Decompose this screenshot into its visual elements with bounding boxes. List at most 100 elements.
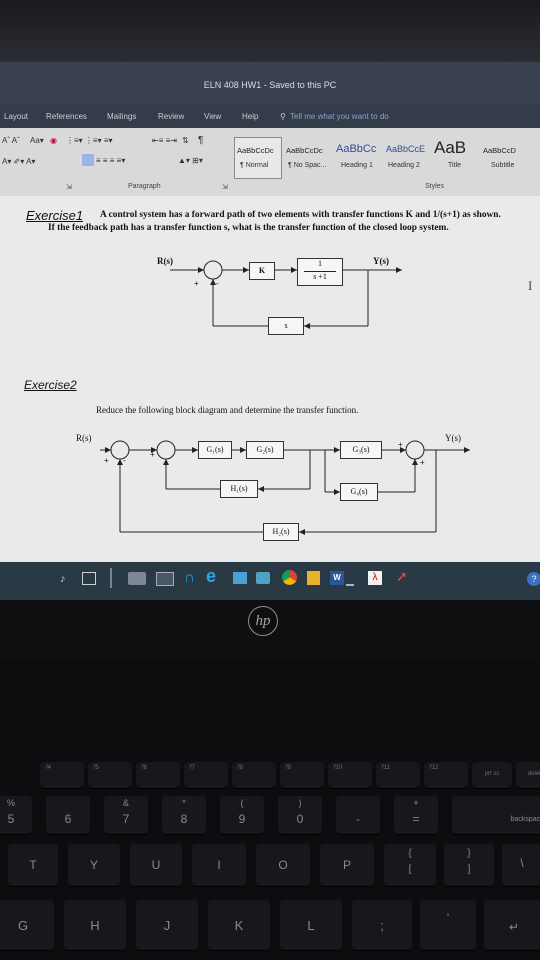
exercise1-diagram	[170, 260, 402, 329]
screen-bezel	[0, 0, 540, 62]
align-left-icon[interactable]	[82, 154, 94, 166]
key-f8[interactable]: f8	[232, 762, 276, 788]
microphone-icon[interactable]: ♪	[60, 573, 66, 585]
key-left-bracket[interactable]: {[	[384, 844, 436, 886]
key-enter[interactable]: ↵	[484, 900, 540, 950]
acrobat-icon[interactable]: λ	[368, 571, 382, 585]
tab-mailings[interactable]: Mailings	[107, 112, 137, 121]
key-quote[interactable]: '	[420, 900, 476, 950]
key-equals[interactable]: +=	[394, 796, 438, 834]
key-f11[interactable]: f11	[376, 762, 420, 788]
style-preview-heading2[interactable]: AaBbCcE	[386, 144, 426, 154]
clear-format-icon[interactable]: ◉	[50, 136, 57, 145]
style-normal-selected[interactable]	[234, 137, 282, 179]
key-delete[interactable]: delete	[516, 762, 540, 788]
key-backspace[interactable]: backspace	[452, 796, 540, 834]
edge-browser-icon[interactable]: e	[206, 566, 217, 586]
tab-layout[interactable]: Layout	[4, 112, 29, 121]
key-8[interactable]: *8	[162, 796, 206, 834]
key-t[interactable]: T	[8, 844, 58, 886]
bullets-icon[interactable]: ⋮≡▾ ⋮≡▾ ≡▾	[66, 136, 113, 145]
title-bar	[0, 62, 540, 104]
key-h[interactable]: H	[64, 900, 126, 950]
pilcrow-icon[interactable]: ¶	[198, 135, 204, 146]
key-f10[interactable]: f10	[328, 762, 372, 788]
ex2-plus-sign: +	[420, 458, 425, 467]
indent-icon[interactable]: ⇤≡ ≡⇥	[152, 136, 177, 145]
key-5[interactable]: %5	[0, 796, 32, 834]
style-preview-subtitle[interactable]: AaBbCcD	[483, 146, 516, 155]
change-case-icon[interactable]: Aa▾	[30, 136, 44, 145]
word-app-icon[interactable]: W	[330, 571, 344, 585]
ex1-plus-sign: +	[194, 279, 199, 288]
tab-references[interactable]: References	[46, 112, 87, 121]
style-preview-nospacing[interactable]: AaBbCcDc	[286, 146, 323, 155]
document-page[interactable]	[0, 196, 540, 562]
pinned-app-icon[interactable]: ➚	[396, 568, 408, 584]
key-g[interactable]: G	[0, 900, 54, 950]
network-icon[interactable]: ∩	[184, 569, 195, 586]
tab-view[interactable]: View	[204, 112, 222, 121]
key-l[interactable]: L	[280, 900, 342, 950]
key-0[interactable]: )0	[278, 796, 322, 834]
key-o[interactable]: O	[256, 844, 310, 886]
task-view-icon[interactable]	[82, 572, 96, 585]
key-f12[interactable]: f12	[424, 762, 468, 788]
store-icon[interactable]	[128, 572, 146, 585]
style-label-nospacing: ¶ No Spac...	[288, 162, 327, 169]
key-semicolon[interactable]: ;	[352, 900, 412, 950]
exercise2-title: Exercise2	[24, 378, 77, 392]
store-bag-icon[interactable]	[307, 571, 320, 585]
text-effects-icon[interactable]: A▾ ✐▾ A▾	[2, 157, 36, 166]
key-prtsc[interactable]: prt sc	[472, 762, 512, 788]
ex2-block-g4: G₄(s)	[340, 483, 378, 501]
help-icon[interactable]: ?	[527, 572, 540, 586]
ex2-plus-sign: +	[150, 450, 155, 459]
ex1-output-label: Y(s)	[373, 256, 389, 266]
dialog-launcher-icon[interactable]: ⇲	[222, 184, 228, 191]
key-backslash[interactable]: \	[502, 844, 540, 886]
style-label-normal: ¶ Normal	[240, 162, 269, 169]
exercise2-text: Reduce the following block diagram and d…	[96, 405, 359, 415]
tab-review[interactable]: Review	[158, 112, 185, 121]
key-6[interactable]: 6	[46, 796, 90, 834]
window-title: ELN 408 HW1 - Saved to this PC	[203, 80, 337, 90]
key-j[interactable]: J	[136, 900, 198, 950]
ex1-input-label: R(s)	[157, 256, 173, 266]
chrome-browser-icon[interactable]	[282, 570, 297, 585]
lightbulb-icon: ⚲	[280, 112, 286, 121]
ex2-plus-sign: +	[398, 440, 403, 449]
key-7[interactable]: &7	[104, 796, 148, 834]
key-f7[interactable]: f7	[184, 762, 228, 788]
key-f6[interactable]: f6	[136, 762, 180, 788]
mail-icon[interactable]	[256, 572, 270, 584]
key-i[interactable]: I	[192, 844, 246, 886]
key-u[interactable]: U	[130, 844, 182, 886]
ex1-plant-denominator: s +1	[313, 272, 327, 281]
shading-icon[interactable]: ▲▾ ⊞▾	[178, 156, 203, 165]
key-f4[interactable]: f4	[40, 762, 84, 788]
key-y[interactable]: Y	[68, 844, 120, 886]
file-explorer-icon[interactable]	[233, 572, 247, 584]
key-p[interactable]: P	[320, 844, 374, 886]
exercise2-diagram	[100, 440, 470, 535]
style-preview-title[interactable]: AaB	[434, 138, 467, 157]
dialog-launcher-icon[interactable]: ⇲	[66, 184, 72, 191]
tell-me-search[interactable]: Tell me what you want to do	[290, 112, 389, 121]
sort-icon[interactable]: ⇅	[182, 136, 189, 145]
tab-help[interactable]: Help	[242, 112, 259, 121]
key-f9[interactable]: f9	[280, 762, 324, 788]
grow-font-icon[interactable]: Aˆ Aˇ	[2, 136, 20, 145]
style-preview-heading1[interactable]: AaBbCc	[336, 143, 377, 155]
key-9[interactable]: (9	[220, 796, 264, 834]
key-f5[interactable]: f5	[88, 762, 132, 788]
photos-icon[interactable]	[156, 572, 174, 586]
ex2-plus-sign: +	[104, 456, 109, 465]
exercise1-text: A control system has a forward path of t…	[48, 210, 501, 233]
ex2-block-h1: H₁(s)	[220, 480, 258, 498]
key-right-bracket[interactable]: }]	[444, 844, 494, 886]
align-icons[interactable]: ≡ ≡ ≡ ≡▾	[96, 156, 126, 165]
key-k[interactable]: K	[208, 900, 270, 950]
style-preview-normal: AaBbCcDc	[237, 146, 274, 155]
key-minus[interactable]: -	[336, 796, 380, 834]
